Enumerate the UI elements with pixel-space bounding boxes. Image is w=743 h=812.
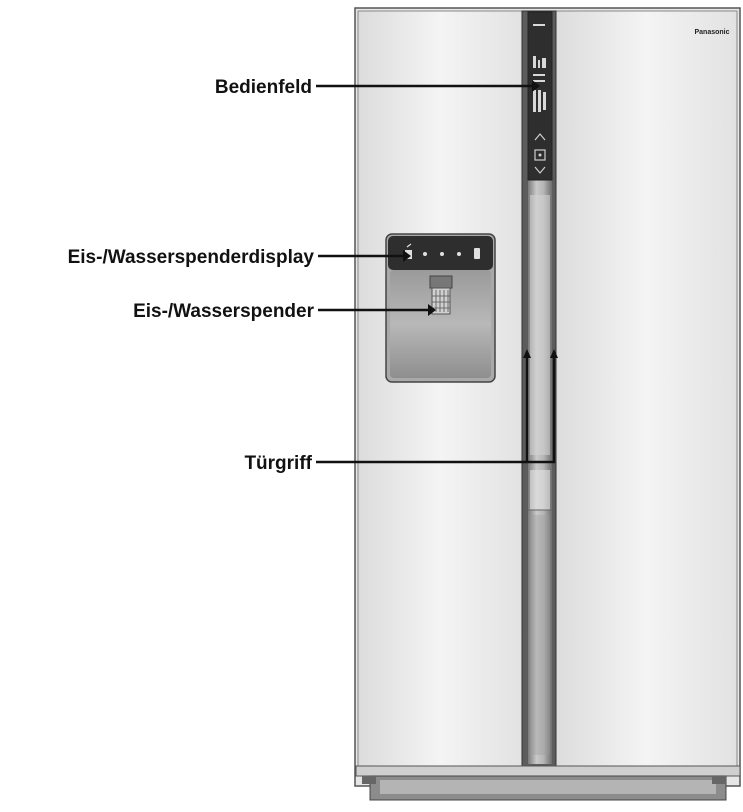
callout-line-door-handle [316, 356, 556, 464]
label-control-panel: Bedienfeld [215, 77, 312, 98]
dispenser-nozzle [429, 275, 453, 289]
control-panel-indicators [533, 24, 546, 112]
callout-arrowheads [403, 80, 558, 358]
right-door [554, 10, 738, 767]
fridge-base [355, 765, 741, 801]
label-dispenser: Eis-/Wasserspender [133, 301, 315, 322]
left-door [357, 10, 524, 767]
dispenser-unit [385, 233, 496, 383]
down-arrow-icon [534, 166, 546, 174]
label-door-handle: Türgriff [244, 453, 312, 474]
up-arrow-icon [534, 133, 546, 141]
select-button-icon [534, 149, 546, 161]
label-dispenser-display: Eis-/Wasserspenderdisplay [68, 247, 315, 268]
brand-logo: Panasonic [694, 29, 729, 36]
callout-lines [316, 84, 556, 464]
